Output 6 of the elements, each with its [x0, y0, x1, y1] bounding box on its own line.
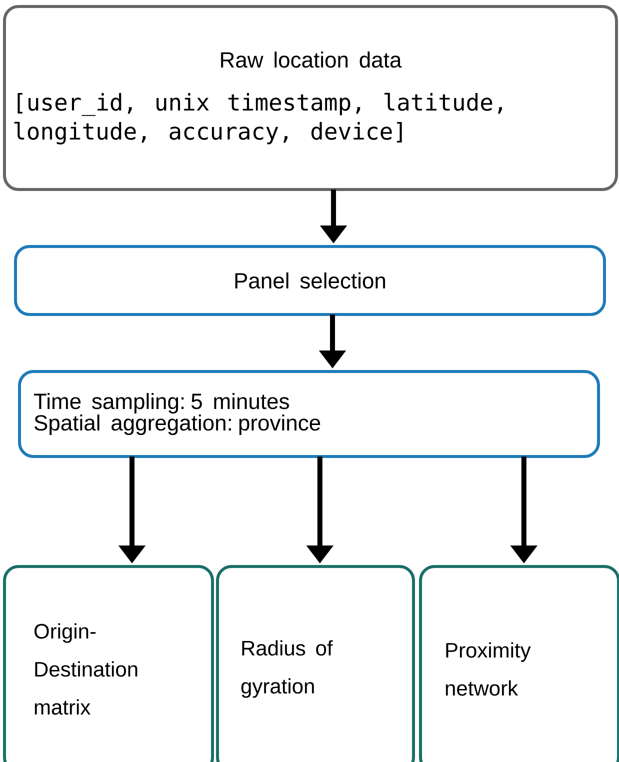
source-box: Raw location data [user_id, unix timestamp, latitude, longitude, accuracy, device]	[3, 5, 618, 191]
output-box: Proximity network	[419, 565, 619, 762]
process-box: Panel selection	[14, 245, 606, 316]
process-box: Time sampling: 5 minutes Spatial aggregation: province	[18, 370, 600, 458]
output-box: Origin-Destination matrix	[3, 565, 214, 762]
output-box: Radius of gyration	[216, 565, 415, 762]
